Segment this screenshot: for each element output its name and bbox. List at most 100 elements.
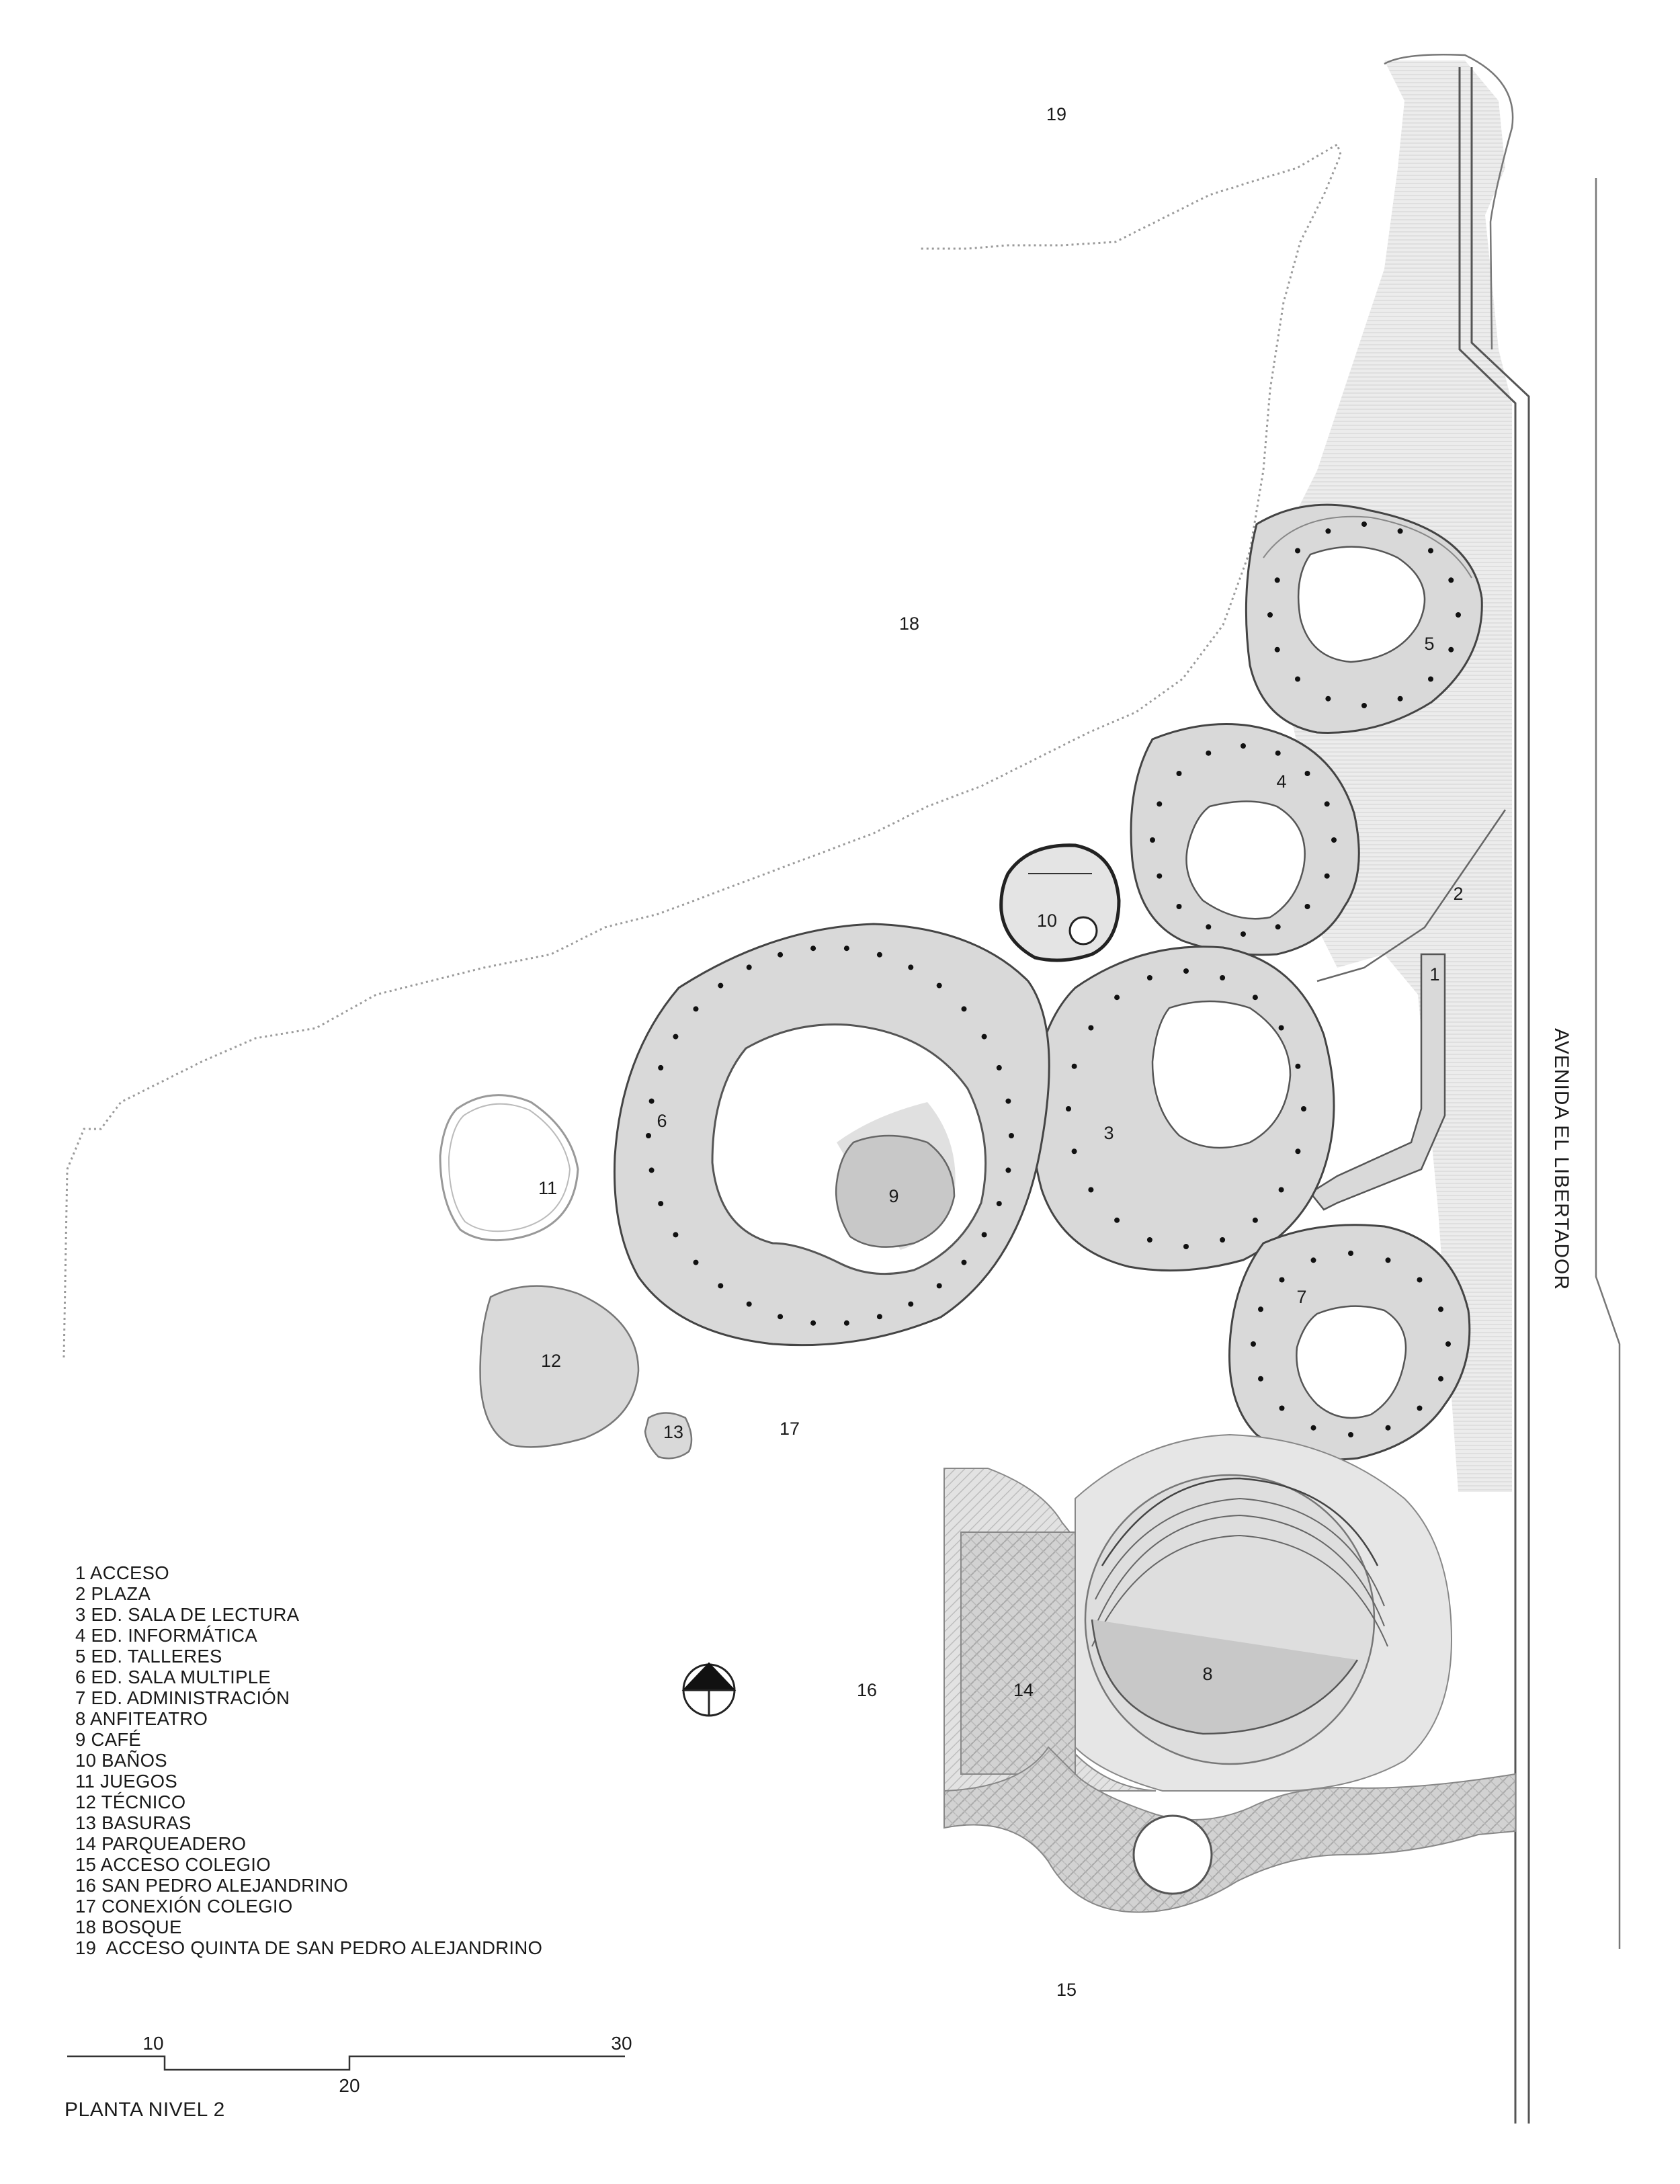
access-walkway: [1309, 953, 1446, 1211]
column-dot: [1114, 995, 1120, 1001]
legend-item: 13 BASURAS: [75, 1812, 192, 1833]
column-dot: [746, 964, 752, 970]
column-dot: [1279, 1405, 1285, 1411]
column-dot: [1220, 1237, 1226, 1243]
building-informatica: [1130, 723, 1360, 956]
road-outer-edge: [1595, 178, 1621, 1949]
column-dot: [1301, 1106, 1306, 1111]
column-dot: [746, 1301, 752, 1307]
column-dot: [1295, 676, 1300, 682]
column-dot: [936, 1283, 942, 1289]
legend-item: 10 BAÑOS: [75, 1750, 167, 1771]
column-dot: [1150, 837, 1155, 843]
column-dot: [1438, 1306, 1443, 1312]
column-dot: [1241, 931, 1246, 937]
column-dot: [961, 1006, 967, 1012]
legend-item: 11 JUEGOS: [75, 1771, 177, 1792]
building-anfiteatro: [1075, 1433, 1453, 1792]
column-dot: [1267, 612, 1273, 618]
label-basuras: 13: [663, 1422, 683, 1442]
legend-item: 4 ED. INFORMÁTICA: [75, 1625, 257, 1646]
column-dot: [996, 1064, 1002, 1070]
column-dot: [1295, 1148, 1301, 1154]
column-dot: [1304, 904, 1310, 909]
column-dot: [1385, 1257, 1391, 1263]
building-talleres: [1245, 503, 1483, 734]
column-dot: [1157, 801, 1163, 807]
column-dot: [693, 1259, 699, 1265]
column-dot: [1348, 1251, 1353, 1256]
column-dot: [1417, 1405, 1423, 1411]
label-informatica: 4: [1276, 771, 1286, 792]
column-dot: [1183, 1244, 1189, 1249]
column-dot: [1325, 528, 1331, 534]
column-dot: [1146, 1237, 1152, 1243]
building-banos: [999, 843, 1121, 962]
legend-item: 3 ED. SALA DE LECTURA: [75, 1604, 300, 1625]
column-dot: [1348, 1432, 1353, 1437]
column-dot: [1445, 1341, 1451, 1347]
area-tecnico: [479, 1285, 640, 1448]
column-dot: [810, 946, 816, 952]
parking-stalls: [960, 1531, 1076, 1775]
column-dot: [1206, 924, 1212, 930]
column-dot: [1274, 646, 1280, 653]
column-dot: [1009, 1133, 1014, 1138]
legend-item: 15 ACCESO COLEGIO: [75, 1854, 271, 1875]
label-sala-lectura: 3: [1103, 1123, 1114, 1143]
column-dot: [673, 1034, 679, 1040]
column-dot: [1448, 577, 1454, 583]
column-dot: [1071, 1063, 1077, 1069]
column-dot: [936, 982, 942, 989]
column-dot: [1275, 924, 1281, 930]
legend-item: 14 PARQUEADERO: [75, 1833, 247, 1854]
column-dot: [1066, 1106, 1071, 1111]
road-curb: [1384, 54, 1514, 350]
column-dot: [658, 1064, 664, 1070]
label-san-pedro: 16: [857, 1680, 877, 1700]
column-dot: [981, 1034, 987, 1040]
building-cafe: [835, 1134, 956, 1248]
north-arrow-icon: [681, 1662, 737, 1717]
column-dot: [908, 964, 914, 970]
column-dot: [778, 952, 784, 958]
label-plaza: 2: [1453, 884, 1463, 904]
column-dot: [718, 982, 724, 989]
column-dot: [1361, 703, 1367, 708]
legend-item: 8 ANFITEATRO: [75, 1708, 208, 1729]
column-dot: [673, 1232, 679, 1238]
column-dot: [908, 1301, 914, 1307]
column-dot: [1324, 801, 1330, 807]
column-dot: [693, 1006, 699, 1012]
label-bosque: 18: [899, 614, 919, 634]
column-dot: [1183, 968, 1189, 974]
column-dot: [1252, 995, 1258, 1001]
column-dot: [648, 1167, 655, 1173]
label-tecnico: 12: [541, 1351, 561, 1371]
column-dot: [1206, 750, 1212, 756]
column-dot: [1295, 1063, 1301, 1069]
column-dot: [1251, 1341, 1256, 1347]
label-juegos: 11: [538, 1178, 557, 1198]
legend-item: 9 CAFÉ: [75, 1729, 142, 1750]
label-administracion: 7: [1296, 1287, 1306, 1307]
road-edge-east: [1470, 67, 1530, 2124]
column-dot: [843, 946, 849, 952]
drawing-title: PLANTA NIVEL 2: [65, 2099, 225, 2121]
column-dot: [1456, 612, 1461, 618]
column-dot: [1331, 837, 1337, 843]
column-dot: [1279, 1277, 1285, 1283]
label-acceso-colegio: 15: [1056, 1980, 1077, 2000]
column-dot: [1278, 1025, 1284, 1031]
label-acceso: 1: [1429, 964, 1439, 984]
column-dot: [876, 1314, 882, 1320]
column-dot: [1274, 577, 1280, 583]
area-juegos: [439, 1094, 579, 1242]
column-dot: [1258, 1306, 1263, 1312]
column-dot: [1325, 696, 1331, 702]
column-dot: [1241, 743, 1246, 749]
legend-item: 7 ED. ADMINISTRACIÓN: [75, 1687, 290, 1708]
column-dot: [1278, 1187, 1284, 1193]
column-dot: [1220, 975, 1226, 980]
legend-item: 5 ED. TALLERES: [75, 1646, 222, 1667]
